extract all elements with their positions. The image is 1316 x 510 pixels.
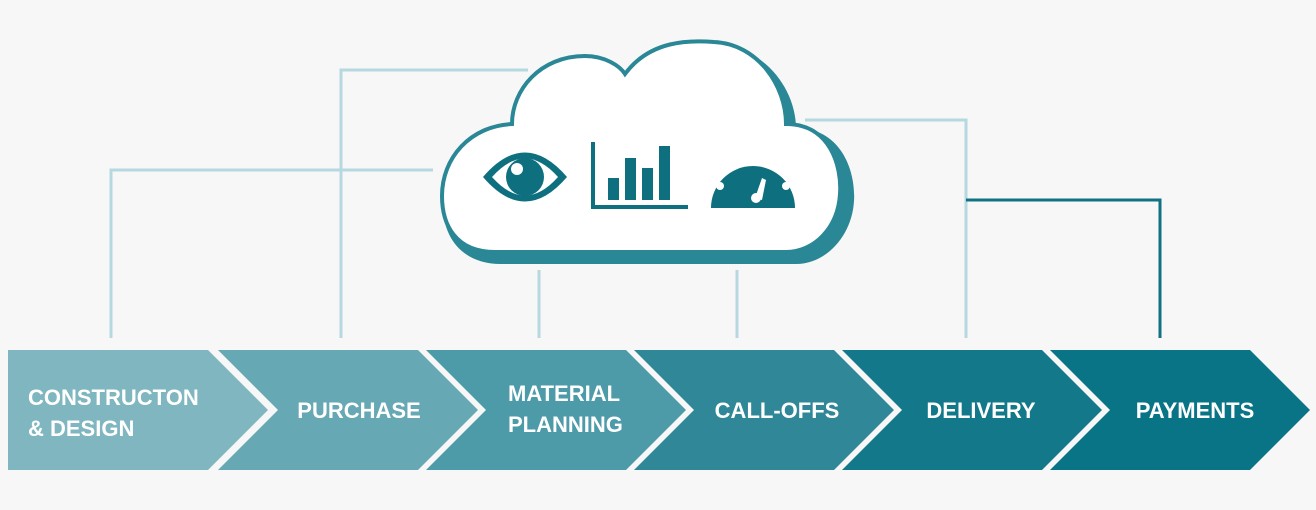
step-label: PAYMENTS bbox=[1136, 398, 1255, 423]
connector-construction bbox=[109, 168, 433, 338]
step-arrow bbox=[8, 350, 268, 470]
step-arrow bbox=[426, 350, 686, 470]
connector-lines bbox=[109, 68, 1162, 338]
process-steps: CONSTRUCTON & DESIGN PURCHASE MATERIAL P… bbox=[8, 350, 1310, 470]
step-payments: PAYMENTS bbox=[1050, 350, 1310, 470]
step-label: PURCHASE bbox=[297, 398, 420, 423]
step-arrow bbox=[842, 350, 1102, 470]
cloud bbox=[439, 39, 855, 265]
step-purchase: PURCHASE bbox=[218, 350, 478, 470]
step-label: MATERIAL PLANNING bbox=[508, 381, 626, 437]
step-arrow bbox=[1050, 350, 1310, 470]
step-material-planning: MATERIAL PLANNING bbox=[426, 350, 686, 470]
connector-delivery bbox=[805, 118, 968, 338]
eye-icon bbox=[483, 152, 567, 202]
gauge-icon bbox=[711, 154, 795, 208]
step-label: CONSTRUCTON & DESIGN bbox=[28, 385, 205, 441]
step-label: DELIVERY bbox=[926, 398, 1036, 423]
step-label: CALL-OFFS bbox=[715, 398, 840, 423]
bar-chart-icon bbox=[591, 142, 688, 209]
connector-payments bbox=[966, 198, 1162, 338]
connector-purchase bbox=[339, 68, 528, 338]
step-arrow bbox=[218, 350, 478, 470]
step-call-offs: CALL-OFFS bbox=[634, 350, 894, 470]
step-arrow bbox=[634, 350, 894, 470]
cloud-body bbox=[439, 39, 843, 254]
step-construction-design: CONSTRUCTON & DESIGN bbox=[8, 350, 268, 470]
step-delivery: DELIVERY bbox=[842, 350, 1102, 470]
